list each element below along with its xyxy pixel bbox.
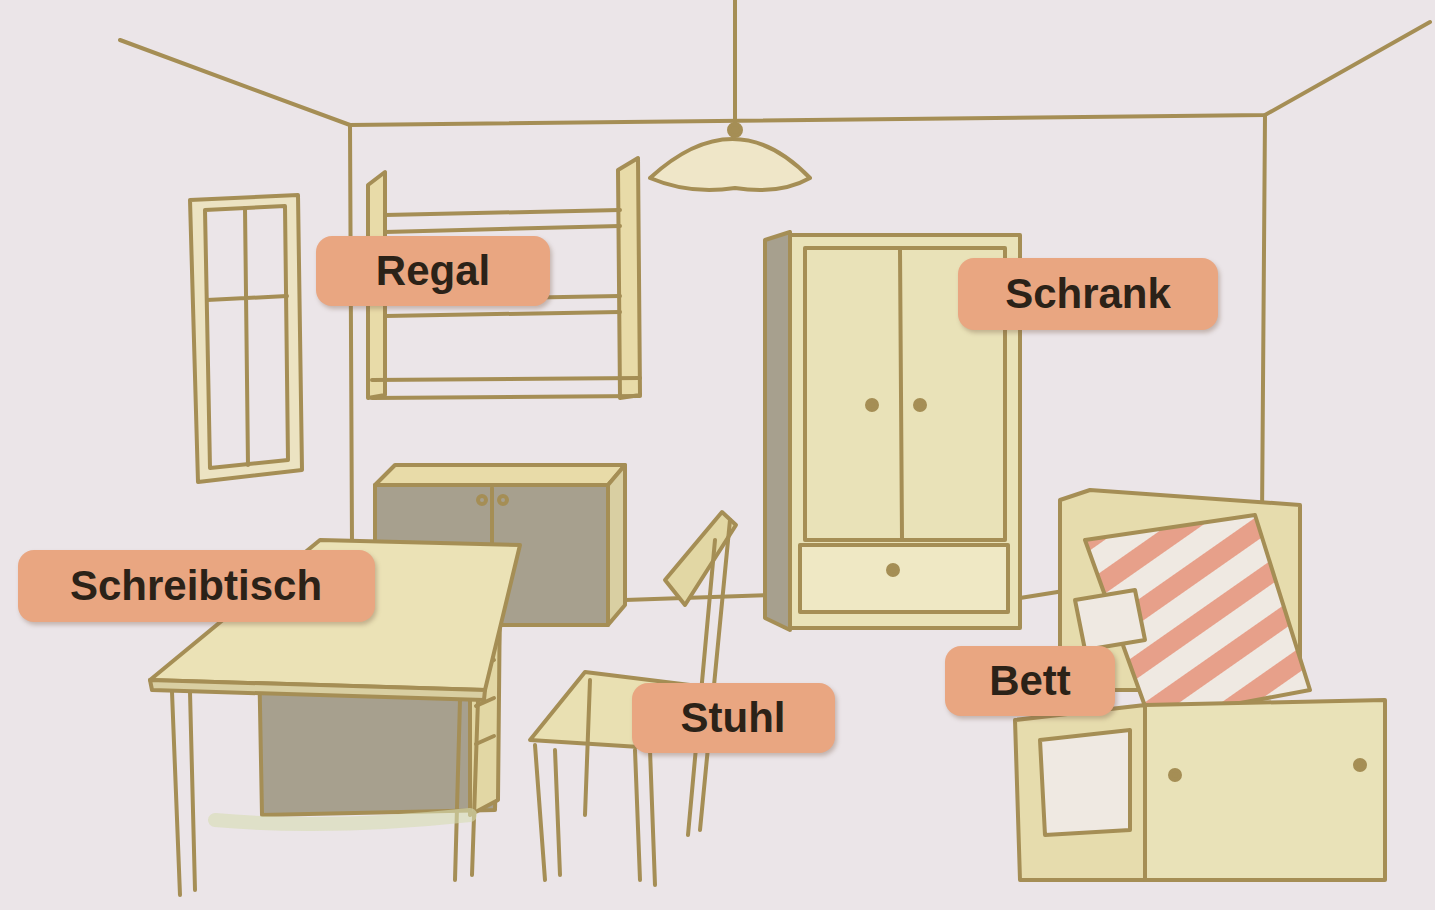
knob: [1355, 760, 1365, 770]
label-pill: Schreibtisch: [18, 550, 375, 622]
chair-leg: [635, 750, 655, 885]
knob: [888, 565, 898, 575]
part-name: Bett: [989, 658, 1071, 704]
window-frame: [190, 195, 302, 482]
label-pill: Schrank: [958, 258, 1218, 330]
label-pill: Bett: [945, 646, 1115, 716]
chair-leg: [535, 745, 560, 880]
part-name: Regal: [376, 248, 490, 294]
lamp-cord: [733, 0, 737, 128]
shelf-board: [385, 210, 620, 232]
bed-footboard: [1145, 700, 1385, 880]
bed-drawer: [1015, 705, 1145, 880]
ceiling-lamp: [650, 0, 810, 190]
chair-leg: [585, 680, 590, 815]
knob: [867, 400, 877, 410]
sideboard-side: [608, 465, 625, 625]
bed-pillow: [1075, 590, 1145, 650]
wardrobe-side: [765, 232, 790, 630]
label-pill: Stuhl: [632, 683, 835, 753]
knob: [915, 400, 925, 410]
sideboard-top: [375, 465, 625, 485]
desk-edge: [150, 680, 485, 700]
part-name: Stuhl: [681, 695, 786, 741]
bed-drawer-inside: [1040, 730, 1130, 835]
desk-leg: [455, 700, 478, 880]
ceiling-line: [120, 22, 1430, 125]
lamp-socket: [729, 124, 741, 136]
wardrobe-door-split: [900, 250, 902, 538]
window: [190, 195, 302, 482]
desk-shadow: [215, 815, 470, 824]
part-name: Schreibtisch: [70, 563, 322, 609]
shelf-side: [618, 158, 640, 398]
desk-leg: [172, 692, 195, 895]
label-pill: Regal: [316, 236, 550, 306]
window-bars: [207, 208, 287, 465]
part-name: Schrank: [1005, 271, 1171, 317]
wall-corner: [350, 125, 352, 545]
window-pane: [205, 206, 288, 468]
chair-back-post: [688, 520, 730, 835]
wall-corner: [1262, 115, 1265, 520]
knob: [499, 496, 507, 504]
lamp-shade: [650, 139, 810, 190]
knob: [478, 496, 486, 504]
shelf-board: [372, 378, 640, 398]
knob: [1170, 770, 1180, 780]
wardrobe-drawer: [800, 545, 1008, 612]
